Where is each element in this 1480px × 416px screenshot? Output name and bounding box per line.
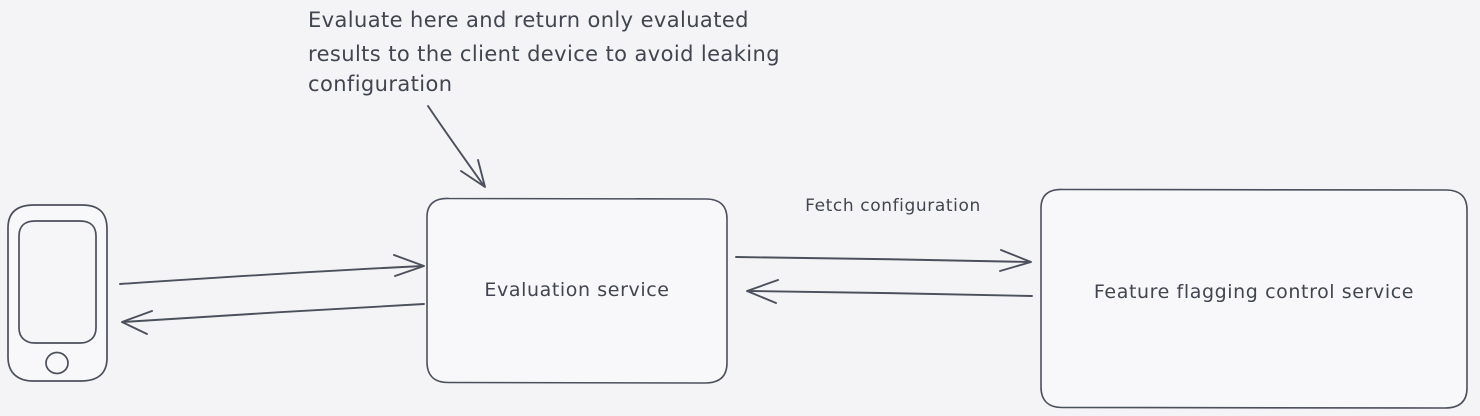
edge-evaluation-to-control-line [735, 256, 1031, 263]
edge-evaluation-to-client-arrowhead [121, 310, 153, 335]
annotation-arrow-arrowhead [460, 159, 486, 188]
annotation-text-block: Evaluate here and return only evaluated … [308, 8, 780, 96]
node-client-device[interactable] [7, 204, 108, 382]
annotation-line-1: Evaluate here and return only evaluated [308, 8, 749, 32]
evaluation-service-box [426, 197, 728, 384]
annotation-line-2: results to the client device to avoid le… [308, 42, 780, 66]
feature-flagging-control-service-label: Feature flagging control service [1094, 281, 1414, 303]
edge-control-to-evaluation-arrowhead [746, 279, 779, 304]
edge-control-to-evaluation-line [747, 290, 1033, 297]
evaluation-service-label: Evaluation service [484, 279, 669, 301]
edge-evaluation-to-client-line [122, 303, 425, 323]
edge-client-to-evaluation-line [119, 265, 424, 285]
annotation-arrow [427, 105, 486, 188]
edge-client-to-evaluation[interactable] [119, 254, 425, 285]
node-evaluation-service[interactable]: Evaluation service [426, 197, 728, 384]
node-feature-flagging-control-service[interactable]: Feature flagging control service [1040, 188, 1468, 409]
phone-screen-shape [18, 220, 97, 344]
phone-home-button-icon [45, 351, 69, 375]
feature-flagging-control-service-box [1040, 188, 1468, 409]
edge-evaluation-to-control-arrowhead [999, 249, 1032, 272]
edge-evaluation-to-control[interactable]: Fetch configuration [735, 196, 1032, 272]
annotation-arrow-line [427, 105, 485, 187]
edge-evaluation-to-client[interactable] [121, 303, 425, 335]
annotation-line-3: configuration [308, 72, 453, 96]
edge-client-to-evaluation-arrowhead [393, 254, 425, 277]
edge-control-to-evaluation[interactable] [746, 279, 1033, 304]
edge-label-fetch-configuration: Fetch configuration [805, 196, 981, 216]
